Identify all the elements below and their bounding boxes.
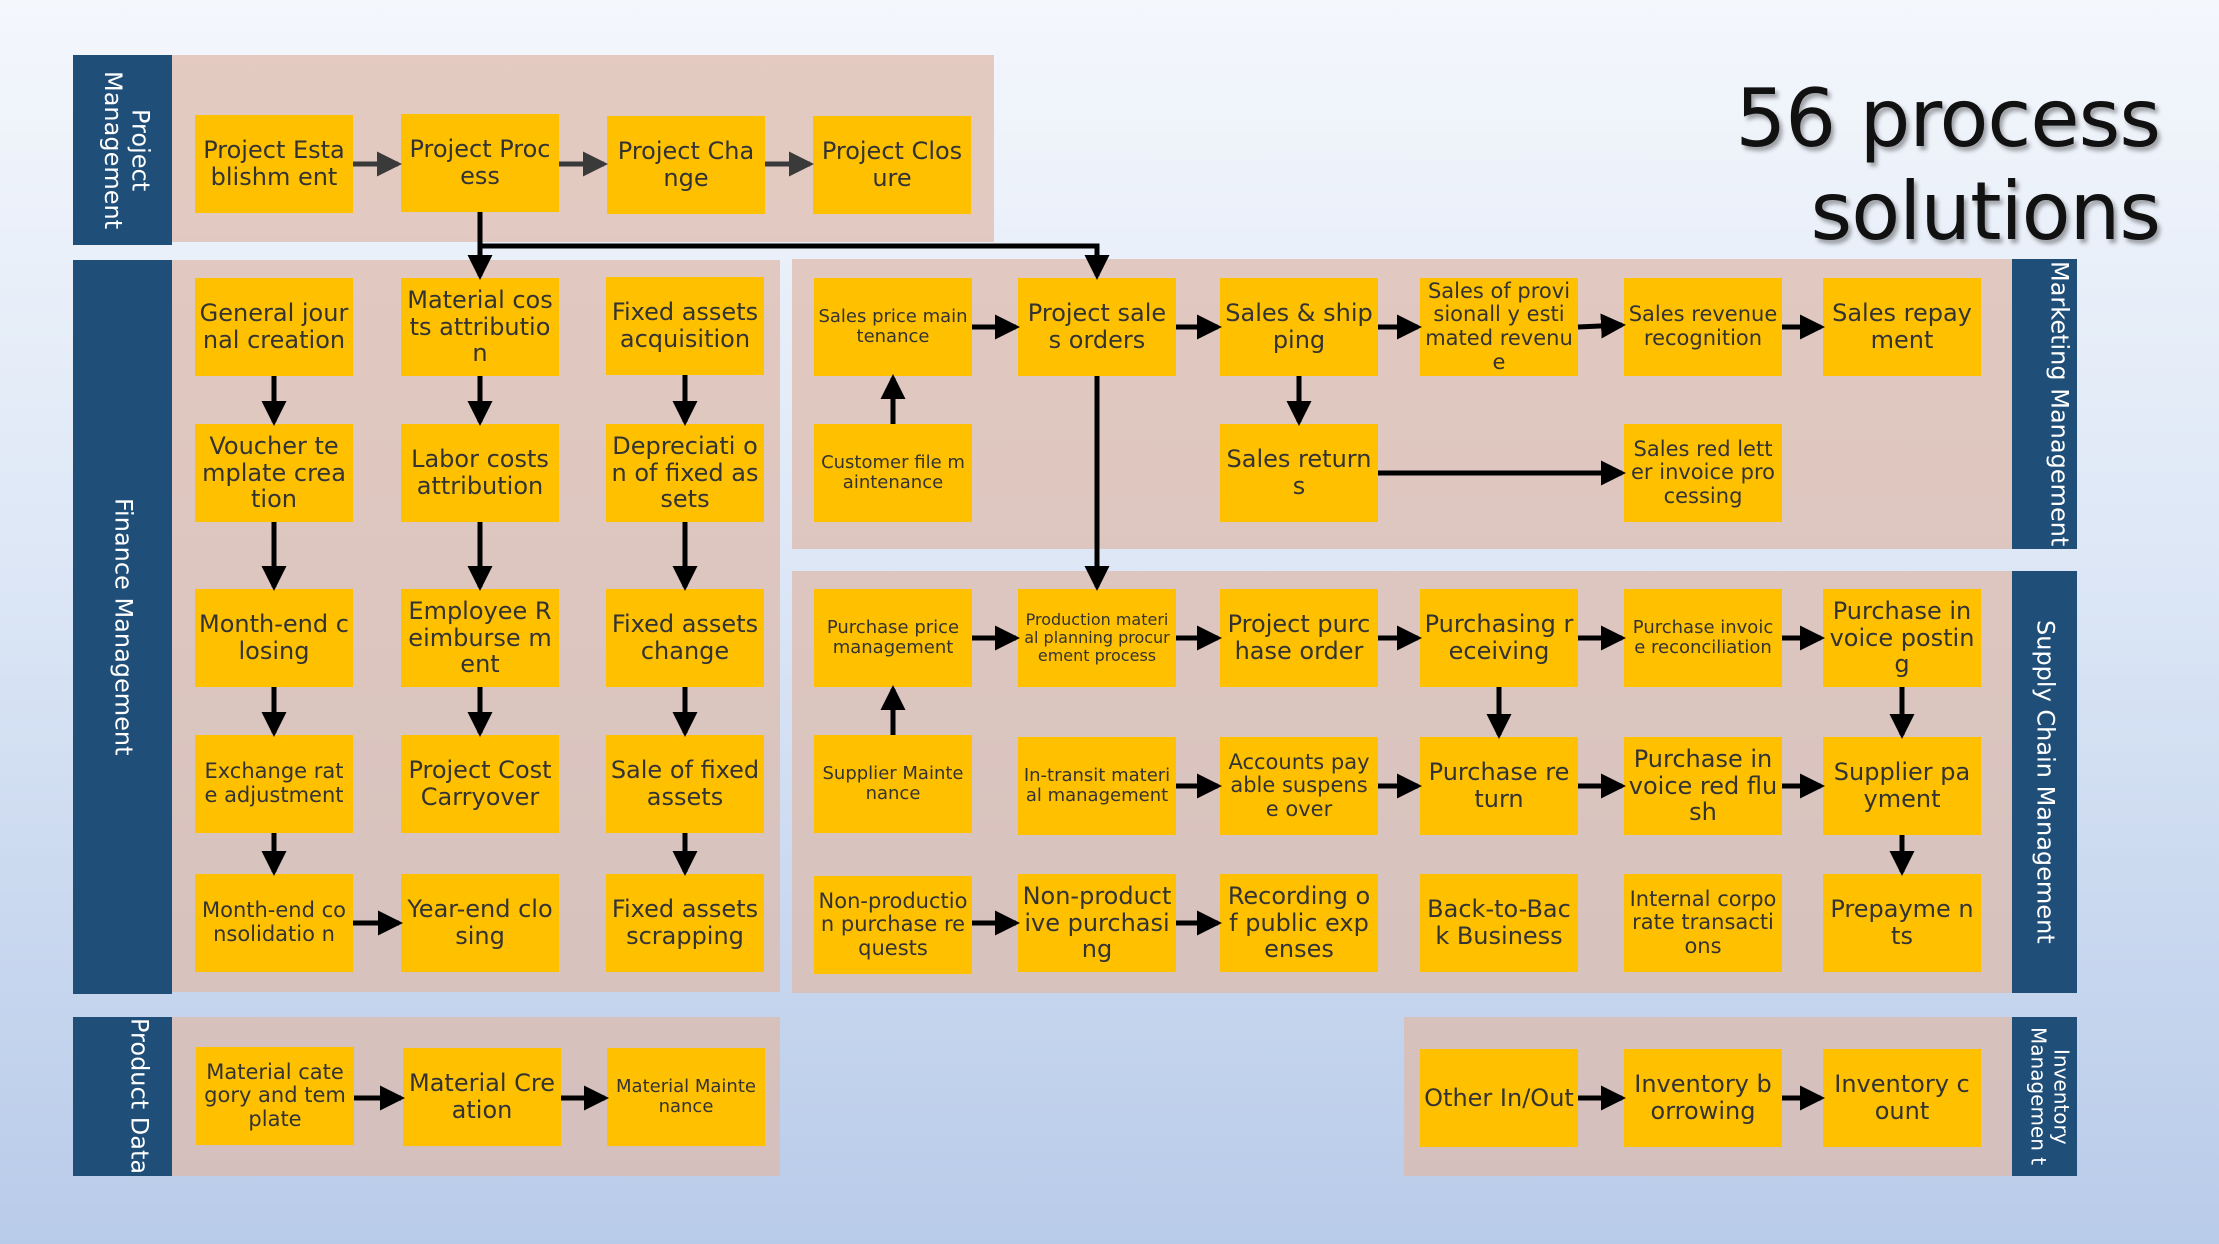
supplier-maintenance-box[interactable]: Supplier Maintenance xyxy=(814,735,972,833)
sale-of-fixed-assets-box[interactable]: Sale of fixed assets xyxy=(606,735,764,833)
labor-costs-attribution-box[interactable]: Labor costs attribution xyxy=(401,424,559,522)
inventory-management-label: Inventory Managemen t xyxy=(2026,1027,2074,1166)
inventory-count-box[interactable]: Inventory count xyxy=(1823,1049,1981,1147)
purchase-invoice-red-flush-box[interactable]: Purchase invoice red flush xyxy=(1624,737,1782,835)
sales-price-maintenance-box[interactable]: Sales price maintenance xyxy=(814,278,972,376)
finance-management-header: Finance Management xyxy=(73,260,172,994)
inventory-management-header: Inventory Managemen t xyxy=(2012,1017,2077,1176)
non-production-purchase-requests-box[interactable]: Non-production purchase requests xyxy=(814,876,972,974)
arrow-process-sales-orders xyxy=(480,243,1110,281)
purchase-price-management-box[interactable]: Purchase price management xyxy=(814,589,972,687)
general-journal-creation-box[interactable]: General journal creation xyxy=(195,278,353,376)
purchase-return-box[interactable]: Purchase return xyxy=(1420,737,1578,835)
project-change-box[interactable]: Project Change xyxy=(607,116,765,214)
project-management-header: Project Management xyxy=(73,55,172,245)
internal-corporate-transactions-box[interactable]: Internal corporate transactions xyxy=(1624,874,1782,972)
material-category-template-box[interactable]: Material category and template xyxy=(196,1047,354,1145)
marketing-management-header: Marketing Management xyxy=(2012,259,2077,549)
back-to-back-business-box[interactable]: Back-to-Back Business xyxy=(1420,874,1578,972)
sales-shipping-box[interactable]: Sales & shipping xyxy=(1220,278,1378,376)
product-data-header: Product Data xyxy=(73,1017,172,1176)
employee-reimbursement-box[interactable]: Employee Reimburse ment xyxy=(401,589,559,687)
finance-management-label: Finance Management xyxy=(109,498,138,756)
product-data-label: Product Data xyxy=(125,1018,154,1175)
purchasing-receiving-box[interactable]: Purchasing receiving xyxy=(1420,589,1578,687)
year-end-closing-box[interactable]: Year-end closing xyxy=(401,874,559,972)
project-process-box[interactable]: Project Process xyxy=(401,114,559,212)
non-productive-purchasing-box[interactable]: Non-productive purchasing xyxy=(1018,874,1176,972)
inventory-borrowing-box[interactable]: Inventory borrowing xyxy=(1624,1049,1782,1147)
sales-revenue-recognition-box[interactable]: Sales revenue recognition xyxy=(1624,278,1782,376)
project-sales-orders-box[interactable]: Project sales orders xyxy=(1018,278,1176,376)
voucher-template-creation-box[interactable]: Voucher template creation xyxy=(195,424,353,522)
customer-file-maintenance-box[interactable]: Customer file maintenance xyxy=(814,424,972,522)
page-title: 56 process solutions xyxy=(1735,72,2161,258)
depreciation-fixed-assets-box[interactable]: Depreciati on of fixed assets xyxy=(606,424,764,522)
project-closure-box[interactable]: Project Closure xyxy=(813,116,971,214)
prepayments-box[interactable]: Prepayme nts xyxy=(1823,874,1981,972)
fixed-assets-acquisition-box[interactable]: Fixed assets acquisition xyxy=(606,277,764,375)
marketing-panel xyxy=(792,259,2012,549)
arrow-provisional-recognition xyxy=(1577,313,1626,339)
accounts-payable-suspense-box[interactable]: Accounts payable suspense over xyxy=(1220,737,1378,835)
supply-chain-management-header: Supply Chain Management xyxy=(2012,571,2077,993)
production-material-planning-box[interactable]: Production material planning procurement… xyxy=(1018,589,1176,687)
fixed-assets-scrapping-box[interactable]: Fixed assets scrapping xyxy=(606,874,764,972)
sales-repayment-box[interactable]: Sales repayment xyxy=(1823,278,1981,376)
month-end-consolidation-box[interactable]: Month-end consolidatio n xyxy=(195,874,353,972)
purchase-invoice-reconciliation-box[interactable]: Purchase invoice reconciliation xyxy=(1624,589,1782,687)
project-purchase-order-box[interactable]: Project purchase order xyxy=(1220,589,1378,687)
marketing-management-label: Marketing Management xyxy=(2045,261,2074,547)
project-cost-carryover-box[interactable]: Project Cost Carryover xyxy=(401,735,559,833)
sales-returns-box[interactable]: Sales returns xyxy=(1220,424,1378,522)
supplier-payment-box[interactable]: Supplier payment xyxy=(1823,737,1981,835)
project-management-label: Project Management xyxy=(98,70,155,230)
fixed-assets-change-box[interactable]: Fixed assets change xyxy=(606,589,764,687)
month-end-closing-box[interactable]: Month-end closing xyxy=(195,589,353,687)
purchase-invoice-posting-box[interactable]: Purchase invoice posting xyxy=(1823,589,1981,687)
material-creation-box[interactable]: Material Creation xyxy=(403,1048,561,1146)
material-maintenance-box[interactable]: Material Maintenance xyxy=(607,1048,765,1146)
material-costs-attribution-box[interactable]: Material costs attribution xyxy=(401,278,559,376)
recording-public-expenses-box[interactable]: Recording of public expenses xyxy=(1220,874,1378,972)
other-in-out-box[interactable]: Other In/Out xyxy=(1420,1049,1578,1147)
in-transit-material-box[interactable]: In-transit material management xyxy=(1018,737,1176,835)
sales-provisional-revenue-box[interactable]: Sales of provisionall y estimated revenu… xyxy=(1420,278,1578,376)
sales-red-letter-invoice-box[interactable]: Sales red letter invoice processing xyxy=(1624,424,1782,522)
exchange-rate-adjustment-box[interactable]: Exchange rate adjustment xyxy=(195,735,353,833)
supply-chain-management-label: Supply Chain Management xyxy=(2031,620,2060,944)
project-establishment-box[interactable]: Project Establishm ent xyxy=(195,115,353,213)
